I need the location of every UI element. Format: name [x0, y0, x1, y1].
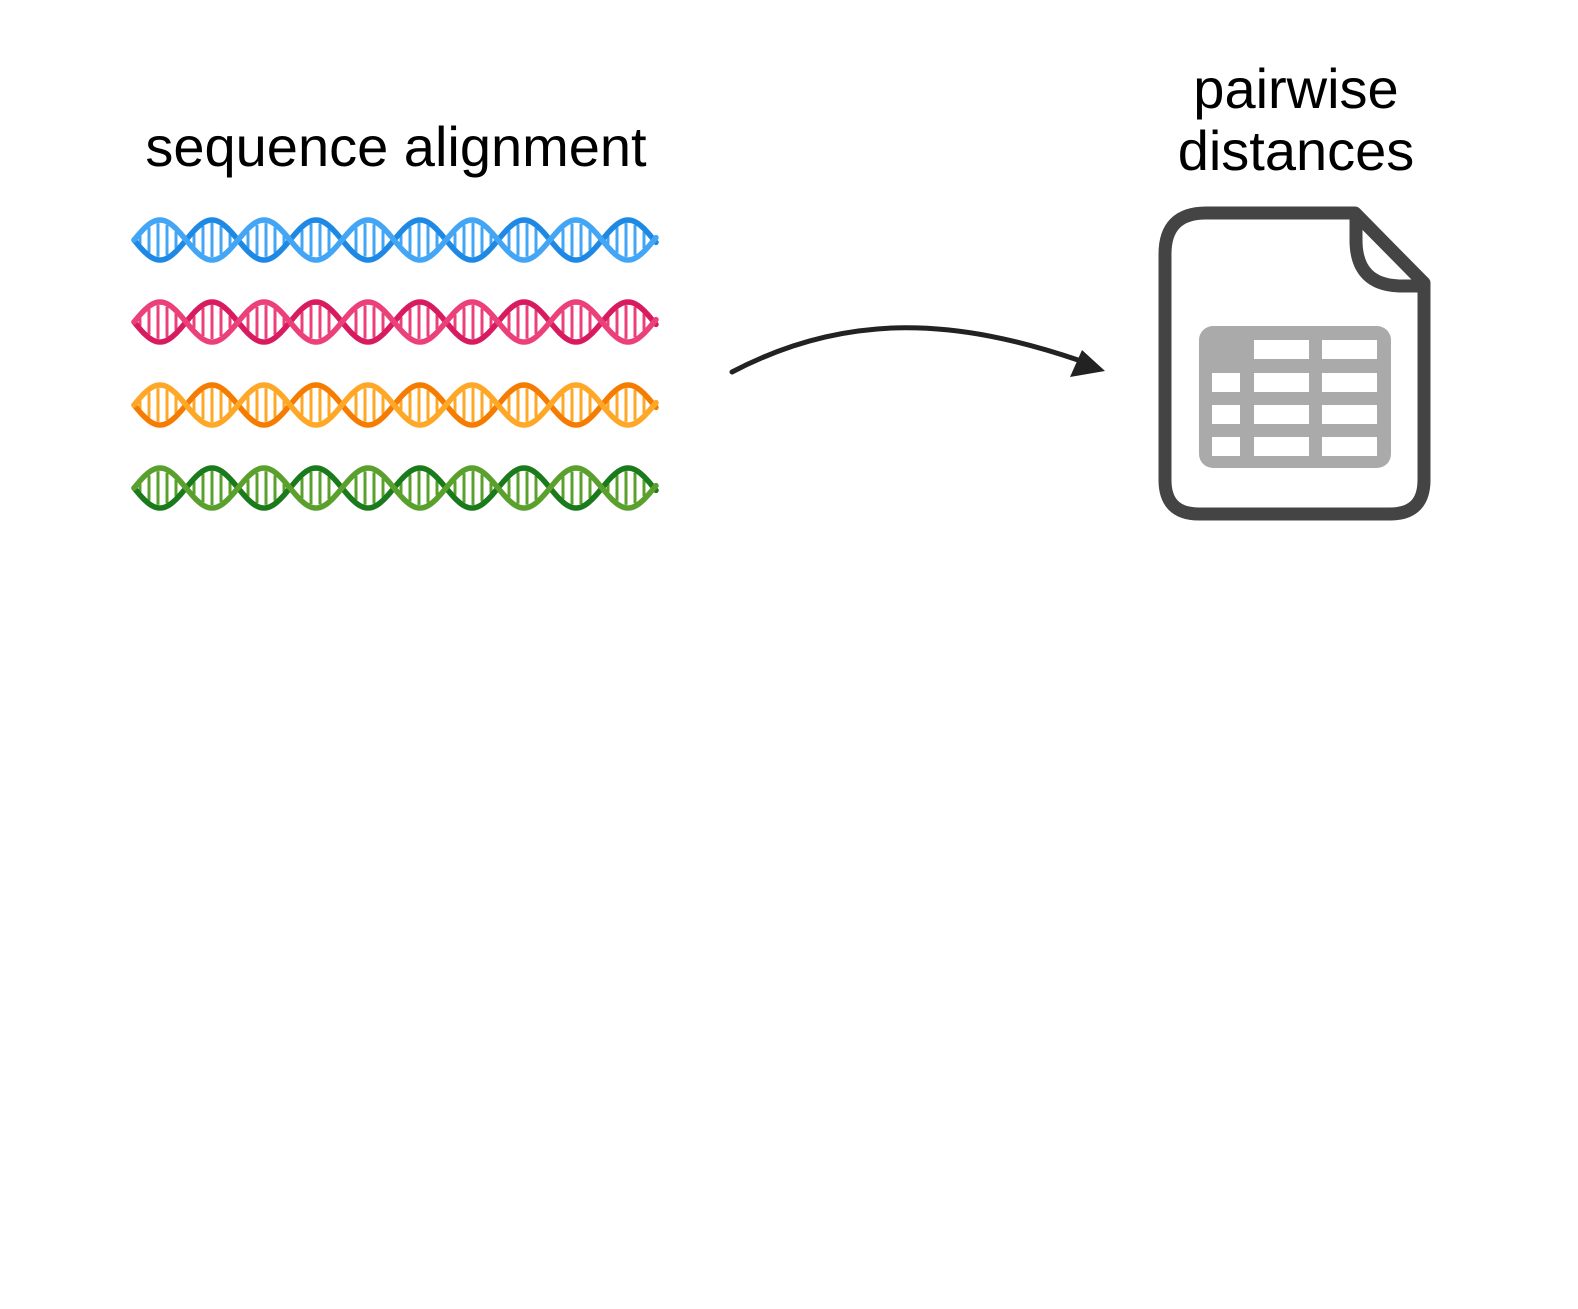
table-cell [1254, 405, 1309, 424]
pairwise-distances-label-line2: distances [1177, 119, 1415, 182]
sequence-alignment-label: sequence alignment [145, 115, 647, 178]
table-cell [1322, 405, 1377, 424]
dna-backbone [131, 217, 659, 263]
dna-rungs [138, 471, 646, 505]
pairwise-distances-label: pairwise distances [1096, 58, 1496, 182]
pairwise-distances-label-line1: pairwise [1193, 57, 1399, 120]
table-cell [1212, 437, 1240, 456]
table-cell [1322, 437, 1377, 456]
dna-backbone [131, 299, 659, 345]
table-cell [1212, 405, 1240, 424]
arrow-shaft [729, 325, 1081, 375]
table-grid-icon [1199, 326, 1391, 468]
dna-rungs [138, 305, 646, 339]
dna-strand-4 [131, 465, 659, 511]
table-cell [1254, 373, 1309, 392]
table-cell [1254, 340, 1309, 359]
dna-strand-3 [131, 382, 659, 428]
dna-rungs [138, 223, 646, 257]
arrow-head [1070, 350, 1105, 377]
table-cell [1254, 437, 1309, 456]
dna-rungs [138, 388, 646, 422]
table-cell [1322, 373, 1377, 392]
dna-strand-1 [131, 217, 659, 263]
dna-backbone [131, 465, 659, 511]
dna-strand-2 [131, 299, 659, 345]
dna-backbone [131, 382, 659, 428]
table-cell [1322, 340, 1377, 359]
table-cell [1212, 373, 1240, 392]
file-corner-fold [1349, 214, 1422, 293]
